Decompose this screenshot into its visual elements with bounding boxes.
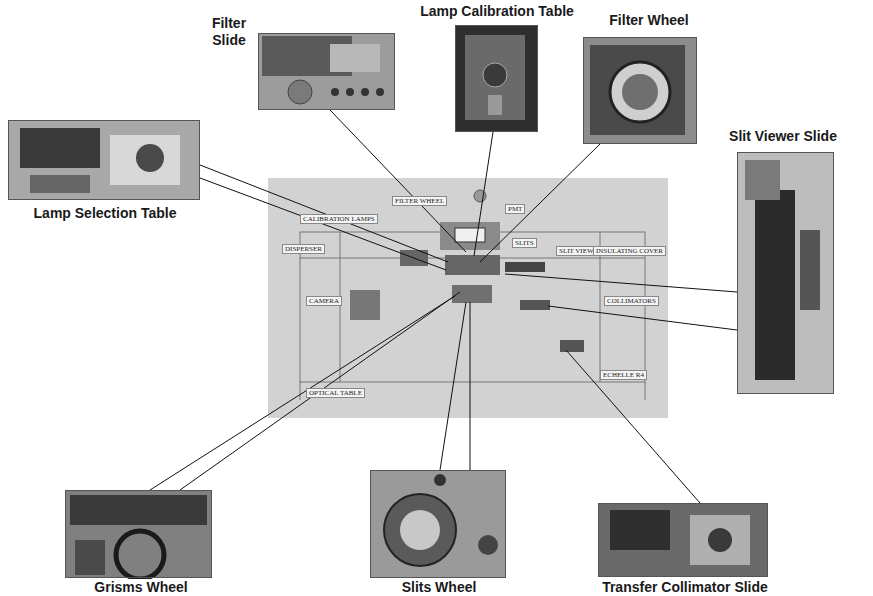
- photo-panel: Filter Slide: [258, 33, 395, 110]
- part-title: Filter Wheel: [607, 12, 690, 29]
- schematic-label: INSULATING COVER: [593, 246, 666, 256]
- photo-panel: Transfer Collimator Slide: [598, 503, 768, 577]
- photo-lamp-calibration-table: [455, 25, 538, 132]
- part-title: Slit Viewer Slide: [727, 128, 839, 145]
- optical-table-outline: [300, 232, 645, 400]
- photo-panel: Grisms Wheel: [65, 490, 212, 578]
- schematic-label: COLLIMATORS: [604, 296, 659, 306]
- part-title: Slits Wheel: [400, 579, 479, 596]
- photo-transfer-collimator-slide: [598, 503, 768, 577]
- photo-panel: Slits Wheel: [370, 470, 506, 578]
- photo-panel: Filter Wheel: [583, 37, 697, 144]
- schematic-label: CAMERA: [306, 296, 342, 306]
- schematic-label: OPTICAL TABLE: [306, 388, 365, 398]
- part-title: Grisms Wheel: [92, 579, 189, 596]
- photo-panel: Slit Viewer Slide: [737, 152, 834, 394]
- photo-filter-wheel: [583, 37, 697, 144]
- photo-panel: Lamp Calibration Table: [455, 25, 538, 132]
- photo-panel: Lamp Selection Table: [8, 120, 200, 200]
- schematic-label: ECHELLE R4: [600, 370, 647, 380]
- schematic-label: CALIBRATION LAMPS: [300, 214, 378, 224]
- photo-slits-wheel: [370, 470, 506, 578]
- schematic-label: FILTER WHEEL: [392, 196, 447, 206]
- schematic-label: DISPERSER: [282, 244, 325, 254]
- part-title: Lamp Selection Table: [32, 205, 179, 222]
- schematic-parts: [350, 190, 584, 352]
- schematic-ground: [268, 178, 668, 418]
- schematic-label: SLITS: [512, 238, 537, 248]
- part-title: Transfer Collimator Slide: [600, 579, 770, 596]
- photo-grisms-wheel: [65, 490, 212, 579]
- photo-lamp-selection-table: [8, 120, 200, 200]
- photo-filter-slide: [258, 33, 395, 110]
- photo-slit-viewer-slide: [737, 152, 834, 394]
- schematic-label: PMT: [505, 204, 525, 214]
- leader-lines: [150, 110, 737, 503]
- part-title: Filter Slide: [202, 15, 256, 49]
- part-title: Lamp Calibration Table: [418, 3, 576, 20]
